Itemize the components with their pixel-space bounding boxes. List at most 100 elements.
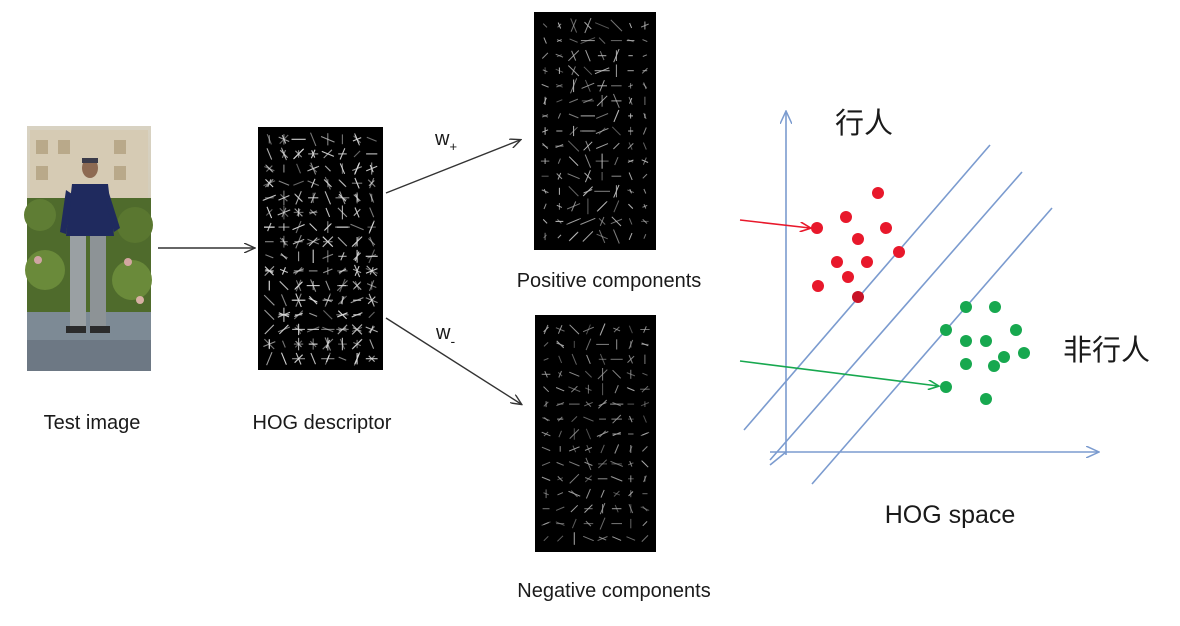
hog-gradient-stroke (293, 180, 304, 186)
hog-gradient-stroke (339, 338, 346, 350)
hog-gradient-stroke (585, 488, 591, 499)
green-point (980, 393, 992, 405)
hog-gradient-stroke (309, 223, 318, 231)
red-point (852, 291, 864, 303)
hog-gradient-stroke (610, 19, 623, 32)
hog-gradient-stroke (555, 53, 564, 58)
green-point (940, 324, 952, 336)
hog-gradient-stroke (585, 477, 592, 481)
green-point (1010, 324, 1022, 336)
hog-gradient-stroke (642, 372, 648, 376)
hog-gradient-stroke (567, 140, 580, 152)
hog-gradient-stroke (296, 163, 302, 174)
hog-gradient-stroke (308, 295, 318, 305)
hog-gradient-stroke (265, 254, 274, 259)
hog-gradient-stroke (628, 491, 634, 497)
hog-gradient-stroke (628, 203, 634, 209)
hog-gradient-stroke (556, 84, 563, 88)
hog-gradient-stroke (541, 476, 551, 481)
hog-gradient-stroke (557, 476, 563, 482)
hog-gradient-stroke (266, 148, 273, 160)
hog-gradient-stroke (584, 154, 592, 168)
hog-gradient-stroke (583, 416, 594, 422)
hog-gradient-stroke (569, 38, 578, 43)
hog-gradient-stroke (543, 386, 550, 393)
hog-gradient-stroke (351, 236, 363, 248)
hog-gradient-stroke (642, 461, 648, 467)
hog-gradient-stroke (367, 253, 377, 259)
hog-gradient-stroke (294, 267, 303, 275)
red-point (840, 211, 852, 223)
hog-gradient-stroke (320, 135, 335, 143)
hog-gradient-stroke (614, 444, 620, 454)
hog-gradient-stroke (598, 402, 607, 407)
hog-gradient-stroke (626, 536, 636, 541)
test-image (24, 126, 153, 371)
hog-gradient-stroke (584, 504, 593, 513)
hog-gradient-stroke (581, 82, 595, 89)
hog-gradient-stroke (338, 179, 347, 188)
hog-gradient-stroke (569, 371, 580, 377)
arrow-to-negative (385, 317, 521, 404)
hog-gradient-stroke (325, 354, 330, 363)
hog-gradient-stroke (541, 52, 549, 59)
hog-gradient-stroke (571, 201, 577, 212)
hog-gradient-stroke (366, 136, 377, 142)
hog-gradient-stroke (543, 234, 547, 239)
hog-gradient-stroke (571, 50, 577, 61)
hog-gradient-stroke (643, 415, 647, 423)
hog-gradient-stroke (585, 49, 591, 62)
hog-gradient-stroke (612, 369, 622, 379)
hog-gradient-stroke (281, 237, 286, 246)
hog-gradient-stroke (544, 371, 548, 378)
hog-gradient-stroke (585, 338, 592, 351)
hog-gradient-stroke (641, 535, 649, 542)
hog-gradient-stroke (584, 21, 592, 30)
hog-gradient-stroke (322, 236, 334, 248)
hog-gradient-stroke (542, 143, 549, 150)
hog-gradient-stroke (614, 385, 619, 394)
positive-components-label: Positive components (517, 270, 702, 292)
hog-gradient-stroke (296, 324, 302, 335)
hog-gradient-stroke (278, 180, 290, 186)
hog-gradient-stroke (613, 490, 620, 497)
hog-gradient-stroke (598, 459, 608, 469)
green-point (960, 358, 972, 370)
hog-gradient-stroke (369, 339, 375, 349)
hog-gradient-stroke (558, 430, 562, 438)
hog-gradient-stroke (556, 342, 565, 347)
hog-gradient-stroke (610, 218, 623, 225)
hog-gradient-stroke (610, 475, 623, 482)
hog-gradient-stroke (613, 200, 620, 213)
hog-gradient-stroke (628, 504, 634, 514)
red-point (812, 280, 824, 292)
hog-gradient-stroke (614, 157, 619, 166)
hog-gradient-stroke (309, 166, 318, 171)
hog-gradient-stroke (595, 22, 610, 29)
hog-gradient-stroke (569, 98, 579, 104)
pedestrian-label: 行人 (835, 106, 893, 140)
hog-gradient-stroke (586, 354, 591, 364)
hog-gradient-stroke (596, 233, 608, 240)
hog-gradient-stroke (325, 280, 331, 291)
hog-gradient-stroke (557, 23, 562, 28)
non-pedestrian-points (940, 301, 1030, 405)
hog-gradient-stroke (557, 172, 562, 180)
hog-gradient-stroke (354, 133, 361, 146)
hog-gradient-stroke (339, 148, 346, 160)
hog-gradient-stroke (557, 416, 563, 422)
hog-gradient-stroke (643, 234, 647, 239)
hog-gradient-stroke (542, 69, 548, 73)
hog-gradient-stroke (294, 208, 303, 217)
hog-gradient-stroke (322, 268, 333, 274)
hog-gradient-stroke (568, 386, 581, 393)
hog-gradient-stroke (568, 231, 579, 242)
hog-gradient-stroke (352, 281, 362, 290)
hog-gradient-stroke (368, 238, 376, 246)
hog-gradient-stroke (543, 492, 549, 496)
hog-gradient-stroke (355, 179, 360, 187)
hog-gradient-stroke (543, 97, 547, 105)
hog-gradient-stroke (353, 264, 361, 278)
w-plus-label: w+ (434, 128, 457, 154)
hog-gradient-stroke (557, 492, 564, 496)
